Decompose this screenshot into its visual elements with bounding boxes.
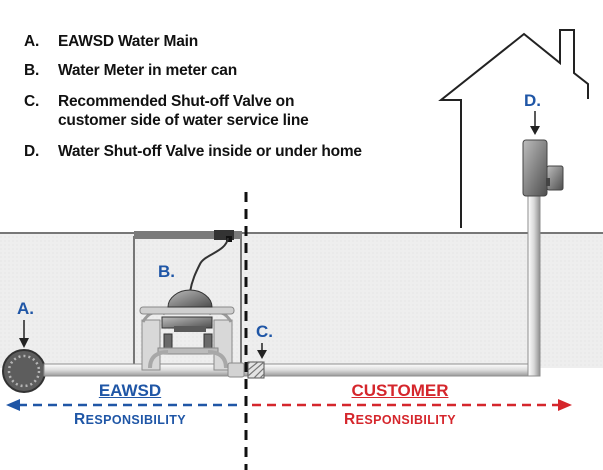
water-main-pipe (2, 349, 46, 393)
customer-arrow (252, 399, 572, 411)
legend-text: EAWSD Water Main (58, 33, 199, 50)
eawsd-label: EAWSD (98, 381, 162, 400)
legend-text: Recommended Shut-off Valve on customer s… (58, 92, 309, 130)
marker-arrow-a (19, 320, 29, 348)
eawsd-responsibility-label: RESPONSIBILITY (40, 411, 220, 429)
legend-item-c: C. Recommended Shut-off Valve on custome… (24, 92, 362, 130)
customer-shutoff-valve (247, 361, 265, 379)
service-line-pipe (43, 363, 541, 377)
legend-key: C. (24, 93, 40, 110)
meter-can (133, 230, 242, 372)
legend-key: A. (24, 33, 40, 50)
legend-key: D. (24, 143, 40, 160)
customer-label: CUSTOMER (351, 381, 449, 400)
legend: A. EAWSD Water Main B. Water Meter in me… (24, 32, 362, 161)
legend-text: Water Meter in meter can (58, 62, 237, 79)
marker-arrow-d (530, 111, 540, 135)
home-shutoff-valve (522, 139, 564, 197)
eawsd-arrow (6, 399, 240, 411)
legend-text-line: customer side of water service line (58, 112, 309, 129)
marker-d-label: D. (524, 91, 541, 110)
marker-arrow-c (257, 343, 267, 359)
water-meter (139, 237, 245, 378)
legend-item-b: B. Water Meter in meter can (24, 61, 362, 80)
responsibility-initial: R (344, 411, 356, 428)
legend-item-a: A. EAWSD Water Main (24, 32, 362, 51)
legend-text: Water Shut-off Valve inside or under hom… (58, 143, 362, 160)
responsibility-rest: ESPONSIBILITY (85, 413, 186, 427)
eawsd-responsibility: EAWSD RESPONSIBILITY (40, 381, 220, 429)
marker-b-label: B. (158, 262, 175, 281)
customer-responsibility: CUSTOMER RESPONSIBILITY (310, 381, 490, 429)
responsibility-rest: ESPONSIBILITY (355, 413, 456, 427)
marker-c-label: C. (256, 322, 273, 341)
responsibility-initial: R (74, 411, 86, 428)
marker-a-label: A. (17, 299, 34, 318)
customer-responsibility-label: RESPONSIBILITY (310, 411, 490, 429)
house-outline (438, 29, 589, 228)
legend-item-d: D. Water Shut-off Valve inside or under … (24, 142, 362, 161)
legend-text-line: Recommended Shut-off Valve on (58, 93, 295, 110)
legend-key: B. (24, 62, 40, 79)
ground (0, 232, 603, 368)
house-riser-pipe (527, 189, 541, 377)
